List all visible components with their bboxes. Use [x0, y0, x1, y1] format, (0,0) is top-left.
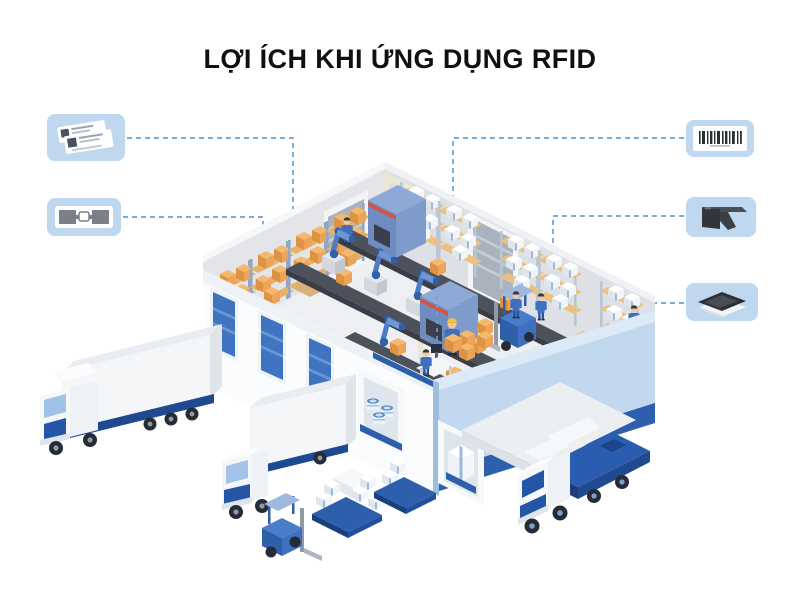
warehouse-building — [203, 162, 655, 505]
rollup-door-back-right — [468, 212, 518, 316]
dock-door — [258, 310, 286, 385]
callout-desktop-rfid-reader — [686, 283, 758, 321]
callout-rfid-inlay — [47, 198, 121, 236]
connector-barcode — [452, 137, 684, 262]
worker-carrying-box — [444, 317, 462, 356]
computer-workstation — [416, 344, 456, 380]
pallet-stacks — [312, 458, 436, 538]
rfid-inlay-icon — [55, 206, 113, 228]
barcode-label-icon — [693, 126, 747, 151]
scanner-portal-1 — [368, 185, 426, 258]
callout-barcode-label — [686, 120, 754, 157]
dock-ramp-edge — [462, 430, 538, 478]
desktop-rfid-reader-icon — [698, 292, 746, 317]
rfid-labels-icon — [57, 119, 114, 154]
semi-truck — [40, 324, 222, 455]
forklift-outdoor — [262, 493, 322, 561]
flatbed-truck — [518, 417, 650, 534]
callout-rfid-labels — [47, 114, 125, 161]
handheld-rfid-reader-icon — [702, 207, 747, 230]
callout-handheld-rfid-reader — [686, 197, 756, 237]
page-title: LỢI ÍCH KHI ỨNG DỤNG RFID — [203, 44, 597, 74]
dock-drums — [358, 368, 404, 452]
dock-ramp — [462, 382, 636, 468]
box-truck — [222, 374, 356, 519]
forklift-indoor — [477, 284, 536, 352]
